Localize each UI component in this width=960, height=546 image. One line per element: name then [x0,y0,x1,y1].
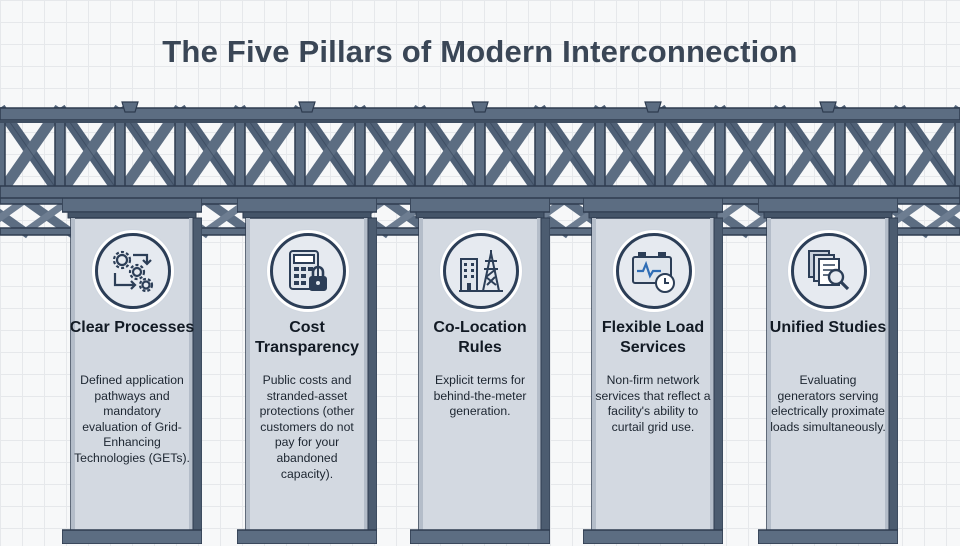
pillar-body [237,198,377,544]
pillar-icon-badge [270,233,346,309]
pillar-co-location-rules: Co-Location Rules Explicit terms for beh… [410,198,550,544]
gears-process-icon [112,250,154,293]
pillar-icon-badge [443,233,519,309]
pillar-flexible-load-services: Flexible Load Services Non-firm network … [583,198,723,544]
pillar-title: Flexible Load Services [601,319,705,356]
pillar-title: Cost Transparency [254,319,360,356]
pillar-icon-badge [616,233,692,309]
pillar-cost-transparency: Cost Transparency Public costs and stran… [237,198,377,544]
documents-magnifier-icon [808,250,850,291]
pillar-description: Explicit terms for behind-the-meter gene… [433,373,527,419]
pillar-title: Co-Location Rules [433,319,527,356]
page-title: The Five Pillars of Modern Interconnecti… [162,34,798,69]
calculator-lock-icon [289,250,327,291]
pillar-title: Clear Processes [69,319,195,336]
pillar-description: Evaluating generators serving electrical… [770,373,886,434]
pillar-description: Non-firm network services that reflect a… [595,373,711,434]
pillar-clear-processes: Clear Processes Defined application path… [62,198,202,544]
pillar-description: Public costs and stranded-asset protecti… [259,373,355,481]
pillar-title: Unified Studies [769,319,887,336]
battery-clock-icon [632,252,675,293]
pillar-unified-studies: Unified Studies Evaluating generators se… [758,198,898,544]
pillar-description: Defined application pathways and mandato… [74,373,190,465]
pillar-icon-badge [791,233,867,309]
pillar-icon-badge [95,233,171,309]
building-transmission-tower-icon [459,250,503,292]
